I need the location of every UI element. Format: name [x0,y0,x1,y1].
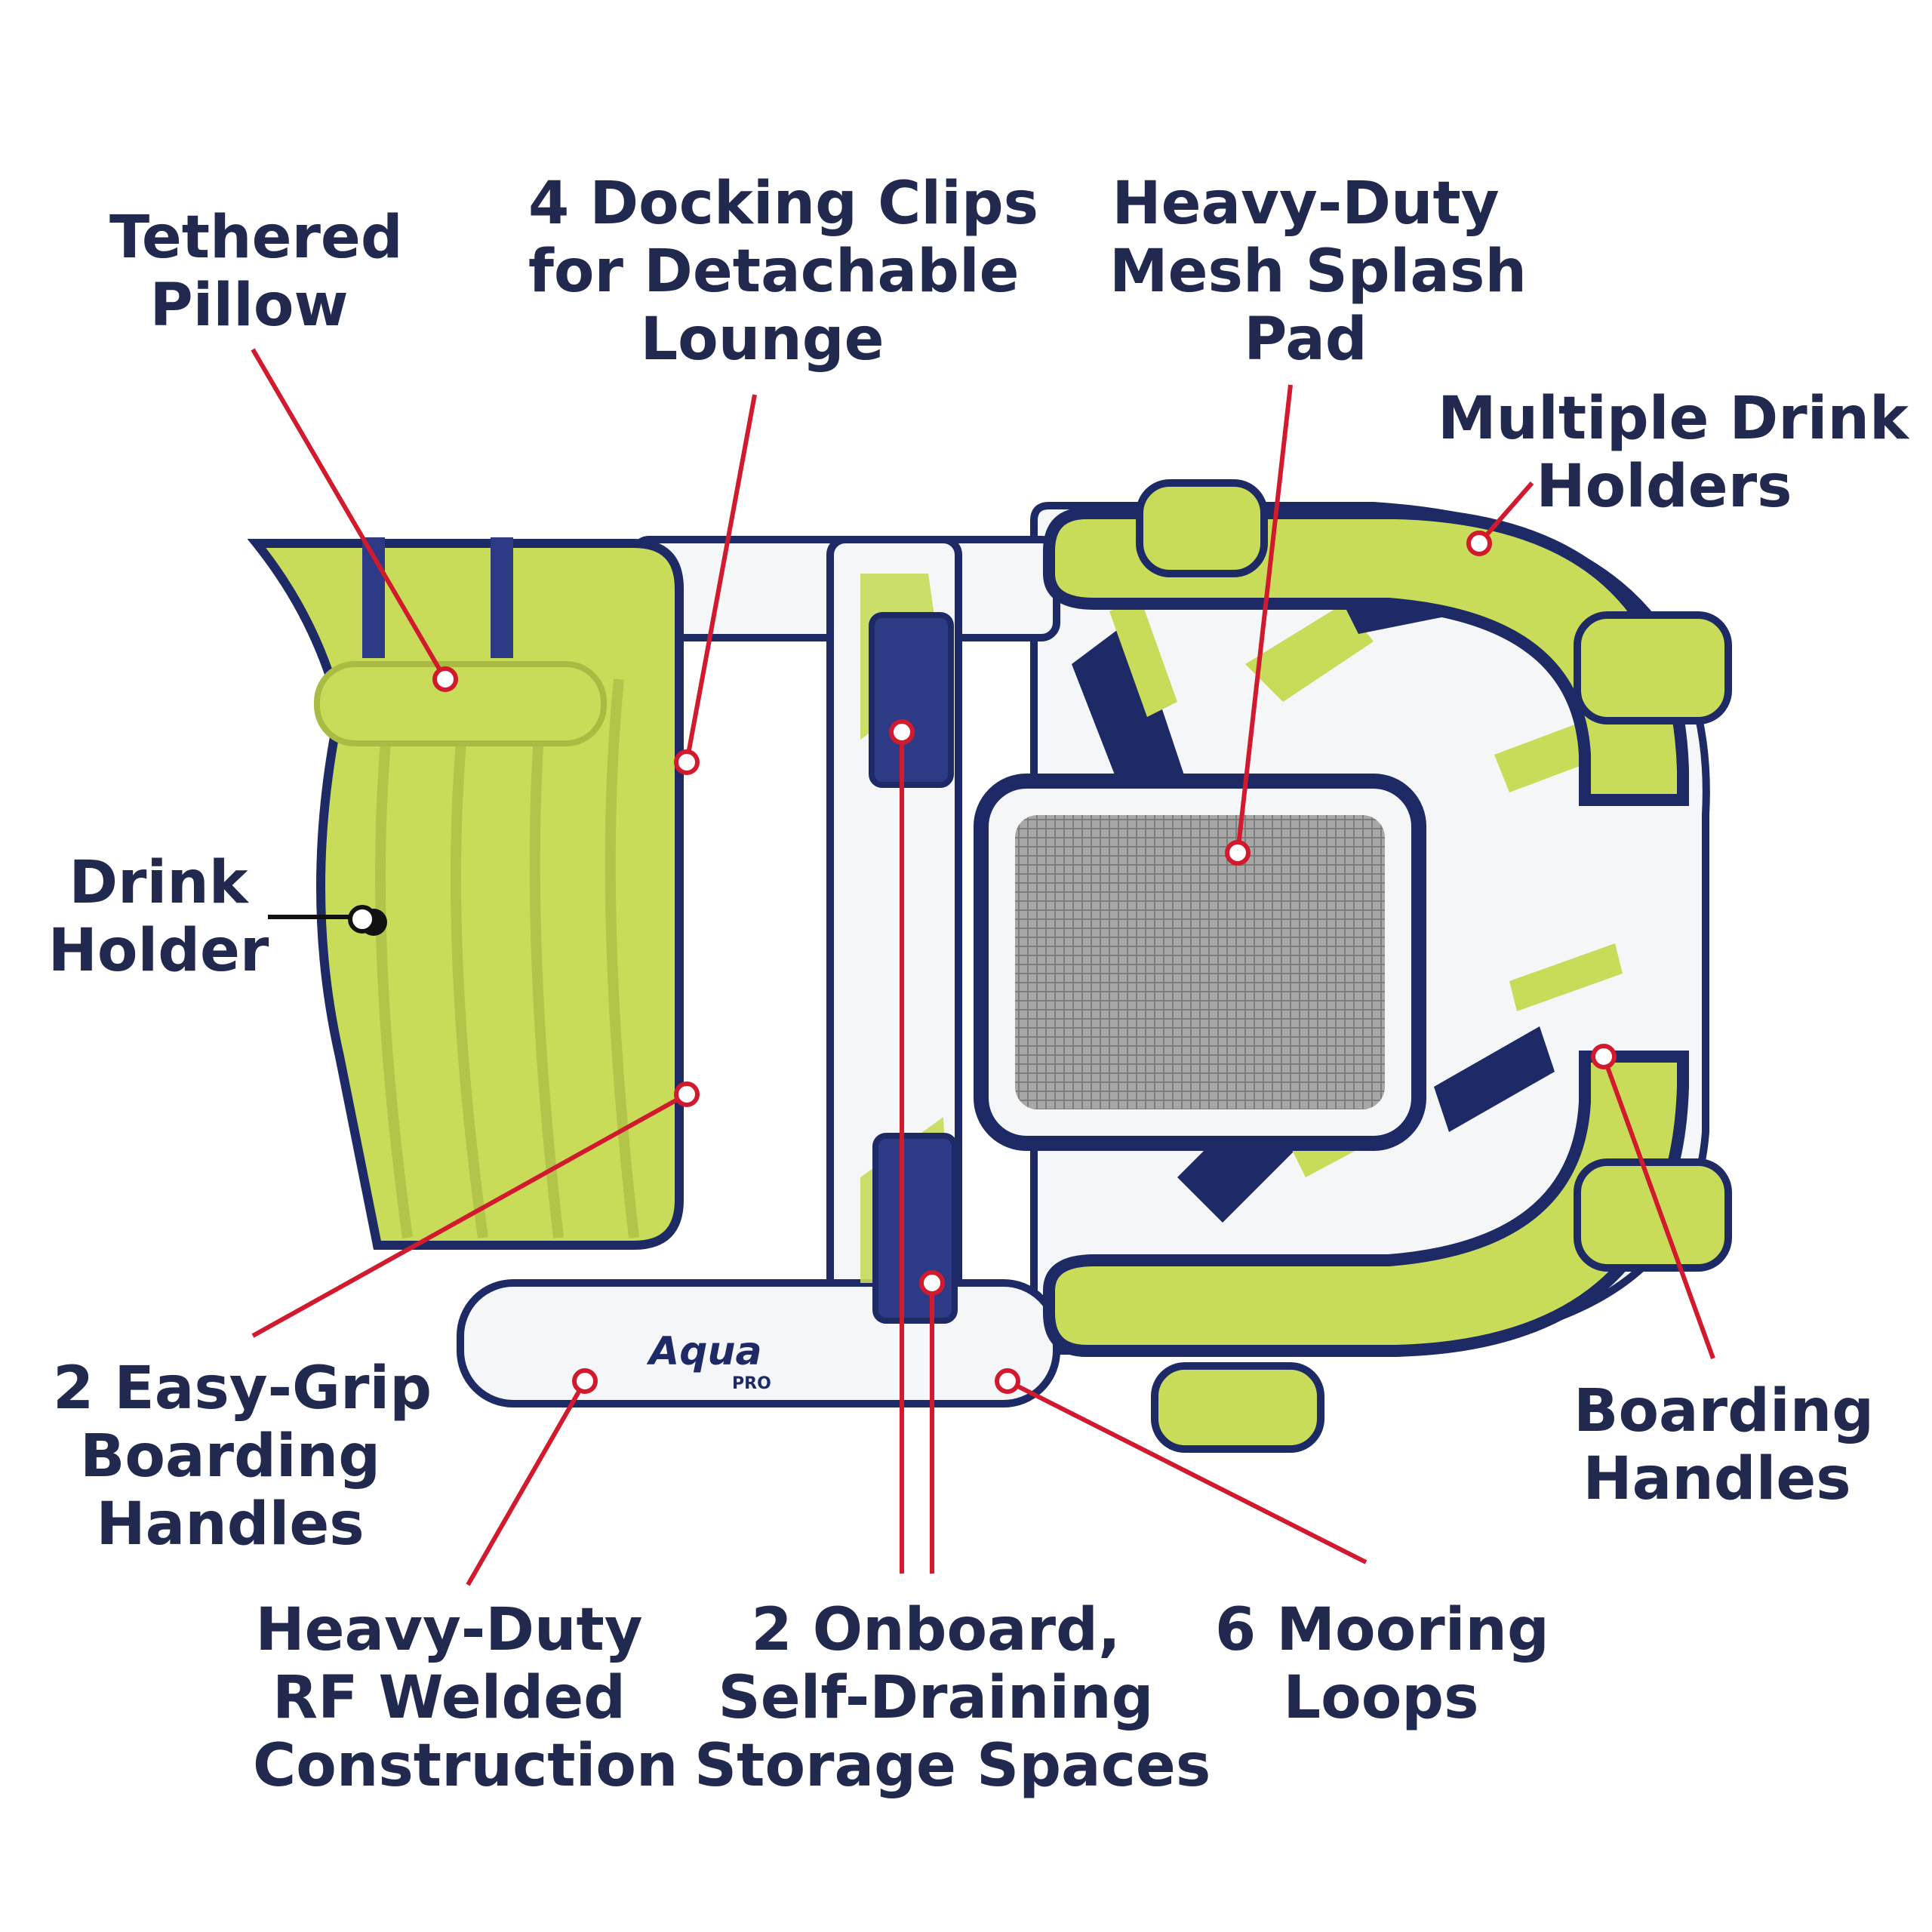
callout-easy-grip: 2 Easy-Grip Boarding Handles [53,1355,432,1558]
brand-logo-text: Aqua [646,1329,762,1374]
drink-holder-endpoint [348,905,377,934]
callout-mooring: 6 Mooring Loops [1215,1596,1549,1732]
callout-boarding-handles: Boarding Handles [1574,1377,1875,1513]
leader-docking-clips [685,394,757,763]
brand-logo: Aqua PRO [646,1329,771,1393]
leader-lines [251,348,1715,1586]
leader-mesh-pad [1235,384,1293,854]
detachable-lounge [247,537,684,1250]
callout-storage: 2 Onboard, Self-Draining Storage Spaces [694,1596,1211,1800]
leader-multiple-drink-holders [1477,481,1534,545]
brand-logo-sub: PRO [732,1374,771,1393]
leader-endpoints [432,531,1617,1394]
callout-rf-welded: Heavy-Duty RF Welded Construction [253,1596,678,1800]
leader-rf-welded [466,1380,587,1586]
callout-tethered-pillow: Tethered Pillow [109,204,403,340]
leader-boarding-handles [1601,1055,1715,1360]
seat-armrests [1043,479,1732,1453]
callout-drink-holder: Drink Holder [48,849,269,985]
mesh-splash-pad [974,774,1426,1151]
leader-tethered-pillow [251,348,448,681]
leader-easy-grip [251,1092,688,1338]
leader-mooring [1006,1379,1367,1564]
callout-mesh-pad: Heavy-Duty Mesh Splash Pad [1109,170,1527,374]
callout-docking-clips: 4 Docking Clips for Detachable Lounge [528,170,1039,374]
callout-multiple-drink-holders: Multiple Drink Holders [1438,385,1909,521]
